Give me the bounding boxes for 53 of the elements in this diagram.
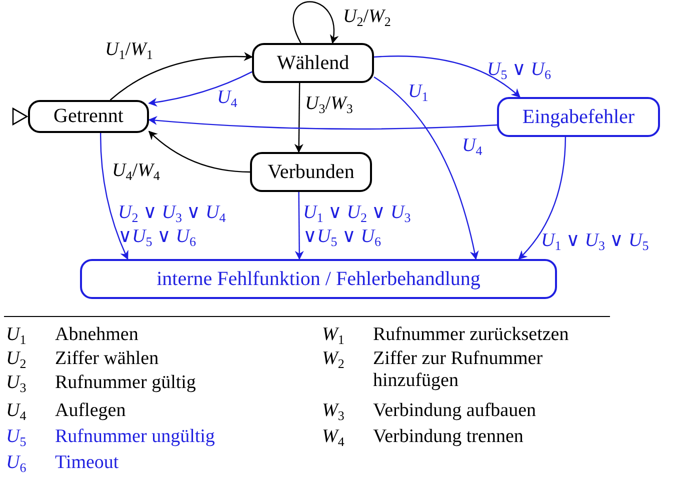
- edge-label: U$_{1}$ ∨ U$_{2}$ ∨ U$_{3}$ ∨U$_{5}$ ∨ U$_{6}$: [303, 201, 412, 249]
- transition-arrow: [292, 1, 338, 44]
- key-symbol: W$_{2}$: [322, 348, 346, 370]
- key-description: Auflegen: [55, 400, 127, 422]
- edge-label: U$_{4}$: [217, 86, 238, 110]
- key-symbol: U$_{6}$: [6, 452, 28, 474]
- key-description: Verbindung trennen: [373, 426, 524, 448]
- key-description: Timeout: [55, 452, 120, 474]
- transition-arrow: [294, 83, 304, 153]
- transition-arrow: [110, 52, 253, 100]
- edge-label: U$_{5}$ ∨ U$_{6}$: [487, 58, 551, 82]
- state-name: interne Fehlfunktion / Fehlerbehandlung: [156, 268, 480, 290]
- state-box: [497, 97, 660, 137]
- transition-arrow: [294, 192, 304, 260]
- state-name: Wählend: [276, 52, 350, 74]
- state-name: Getrennt: [54, 105, 124, 128]
- edge-label: U$_{1}$: [408, 80, 428, 104]
- key-symbol: U$_{4}$: [6, 400, 28, 422]
- state-name: Eingabefehler: [522, 106, 635, 128]
- transition-arrow: [518, 136, 566, 260]
- transition-arrow: [148, 116, 498, 130]
- edge-label: U$_{1}$/W$_{1}$: [105, 38, 153, 62]
- edge-label: U$_{2}$/W$_{2}$: [343, 5, 391, 29]
- initial-state-marker: [12, 108, 28, 126]
- edge-label: U$_{3}$/W$_{3}$: [305, 92, 353, 116]
- state-box: [252, 43, 374, 83]
- key-description: Abnehmen: [55, 324, 140, 346]
- key-symbol: U$_{3}$: [6, 372, 28, 394]
- key-symbol: W$_{4}$: [322, 426, 346, 448]
- key-description: Rufnummer zurücksetzen: [373, 324, 570, 346]
- key-description: Verbindung aufbauen: [373, 400, 538, 422]
- state-name: Verbunden: [268, 160, 354, 184]
- edge-label: U$_{2}$ ∨ U$_{3}$ ∨ U$_{4}$ ∨U$_{5}$ ∨ U$_{6}$: [118, 201, 227, 249]
- transition-arrow: [148, 71, 252, 107]
- state-box: [250, 152, 372, 192]
- edge-label: U$_{4}$: [462, 134, 482, 158]
- state-box: [80, 259, 557, 299]
- key-description: Ziffer wählen: [55, 348, 160, 370]
- key-description: Rufnummer ungültig: [55, 426, 216, 448]
- key-symbol: U$_{1}$: [6, 324, 28, 346]
- key-symbol: W$_{1}$: [322, 324, 346, 346]
- key-symbol: U$_{2}$: [6, 348, 28, 370]
- key-symbol: U$_{5}$: [6, 426, 28, 448]
- state-box: [28, 100, 149, 133]
- transition-arrow: [148, 130, 250, 173]
- transition-arrow: [374, 56, 520, 98]
- key-symbol: W$_{3}$: [322, 400, 346, 422]
- edge-label: U$_{1}$ ∨ U$_{3}$ ∨ U$_{5}$: [541, 229, 649, 253]
- key-description: Ziffer zur Rufnummer hinzufügen: [373, 348, 544, 392]
- key-description: Rufnummer gültig: [55, 372, 197, 394]
- edge-label: U$_{4}$/W$_{4}$: [112, 159, 160, 183]
- transition-arrow: [374, 76, 479, 260]
- transition-arrow: [100, 133, 128, 260]
